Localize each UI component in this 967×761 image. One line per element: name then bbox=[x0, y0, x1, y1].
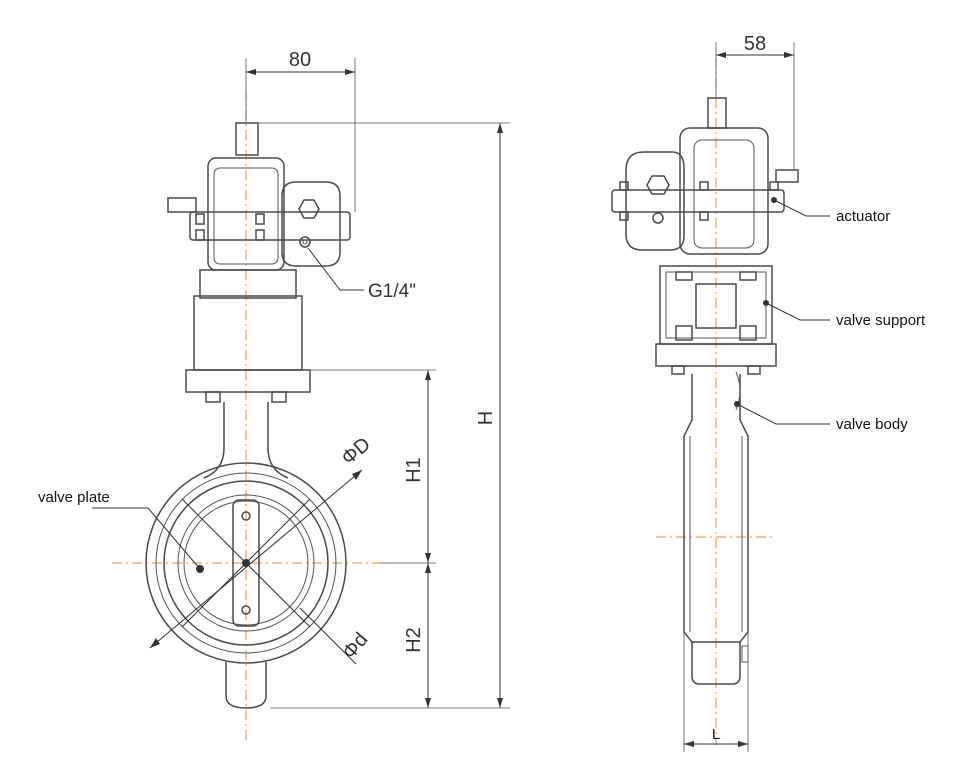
actuator-leader-line bbox=[773, 199, 830, 217]
valve-plate-label: valve plate bbox=[38, 489, 110, 506]
side-valve-support bbox=[655, 265, 777, 375]
valve-support-leader-line bbox=[765, 302, 830, 321]
front-valve-support bbox=[185, 269, 311, 403]
side-hex-bolt-icon bbox=[646, 175, 670, 195]
hex-bolt-icon bbox=[298, 199, 320, 219]
dim-width-58-label: 58 bbox=[744, 33, 766, 55]
front-valve-body bbox=[145, 462, 347, 709]
side-view: 58 L actuator valve support valve body bbox=[611, 33, 926, 752]
side-actuator bbox=[611, 97, 799, 255]
dimension-width-58: 58 bbox=[715, 33, 795, 170]
front-view: 80 H H1 H2 ΦD bbox=[38, 49, 510, 740]
port-label: G1/4" bbox=[368, 281, 416, 302]
actuator-label: actuator bbox=[836, 208, 890, 225]
front-actuator bbox=[167, 122, 351, 271]
valve-support-label: valve support bbox=[836, 312, 926, 329]
dim-h1-label: H1 bbox=[403, 457, 425, 483]
dimension-h1-h2: H1 H2 bbox=[310, 369, 436, 708]
dim-width-80-label: 80 bbox=[289, 49, 311, 71]
port-leader-line bbox=[307, 247, 364, 291]
dim-inner-diameter-label: Φd bbox=[338, 629, 372, 664]
valve-body-leader-line bbox=[736, 403, 830, 425]
dim-length-l-label: L bbox=[712, 726, 720, 743]
valve-plate-leader-line bbox=[92, 507, 201, 570]
front-valve-plate bbox=[181, 498, 311, 628]
dim-h2-label: H2 bbox=[403, 627, 425, 653]
side-valve-body bbox=[683, 371, 749, 685]
front-valve-neck bbox=[203, 402, 289, 479]
dim-height-h-label: H bbox=[475, 411, 497, 425]
dimension-width-80: 80 bbox=[245, 49, 356, 212]
dimension-length-l: L bbox=[683, 632, 749, 752]
port-icon bbox=[299, 236, 311, 248]
dim-outer-diameter-label: ΦD bbox=[337, 433, 374, 469]
valve-body-label: valve body bbox=[836, 416, 908, 433]
dimension-height-h: H bbox=[258, 122, 510, 709]
